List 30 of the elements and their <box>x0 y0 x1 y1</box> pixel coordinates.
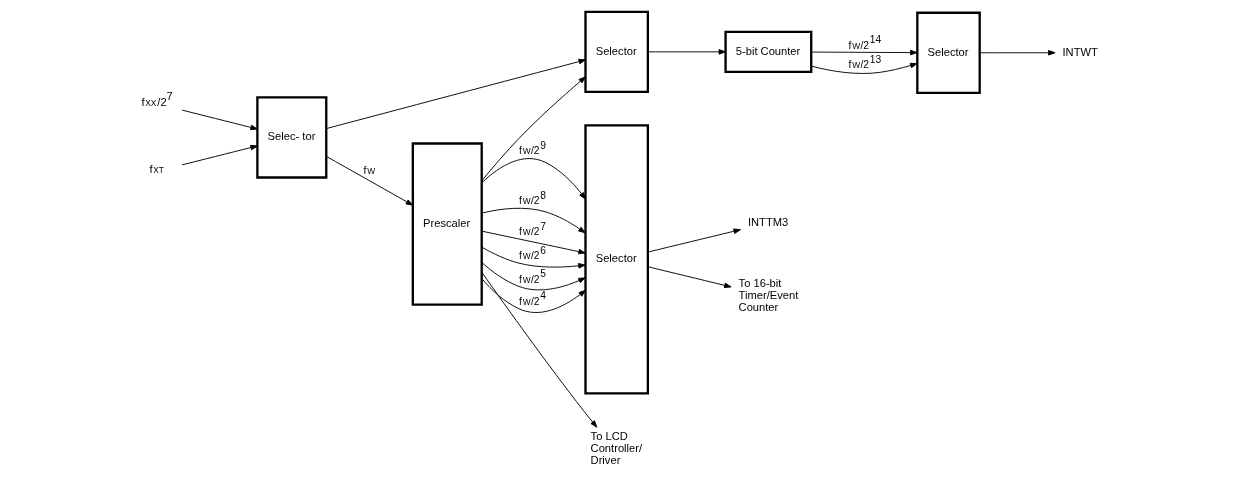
node-box: Selector <box>915 11 981 94</box>
arrow <box>646 266 732 289</box>
node-box: Selec- tor <box>255 96 327 179</box>
node-text: INTWT <box>1062 45 1098 58</box>
arrow <box>979 50 1055 56</box>
arrow <box>646 228 741 253</box>
node-box: 5-bit Counter <box>723 30 812 74</box>
node-box: Selector <box>583 10 649 94</box>
node-text: INTTM3 <box>747 216 788 228</box>
arrow <box>480 207 586 234</box>
node-box: Selector <box>583 124 649 395</box>
arrow <box>480 271 597 428</box>
arrow <box>646 49 726 55</box>
arrow <box>810 62 918 74</box>
arrow <box>480 158 586 200</box>
node-text: To 16-bit Timer/Event Counter <box>738 276 798 313</box>
arrow <box>480 76 586 182</box>
arrow <box>325 156 413 206</box>
arrow <box>810 49 918 56</box>
node-text: fXT <box>148 162 164 175</box>
arrow <box>181 109 258 131</box>
node-text: To LCD Controller/ Driver <box>590 430 642 467</box>
arrow <box>181 144 258 166</box>
arrow <box>480 262 586 291</box>
arrow <box>480 278 586 313</box>
node-box: Prescaler <box>411 142 483 306</box>
edge-label: fW <box>362 164 375 176</box>
arrow <box>481 230 586 255</box>
arrow <box>325 58 586 130</box>
arrow <box>481 246 586 269</box>
